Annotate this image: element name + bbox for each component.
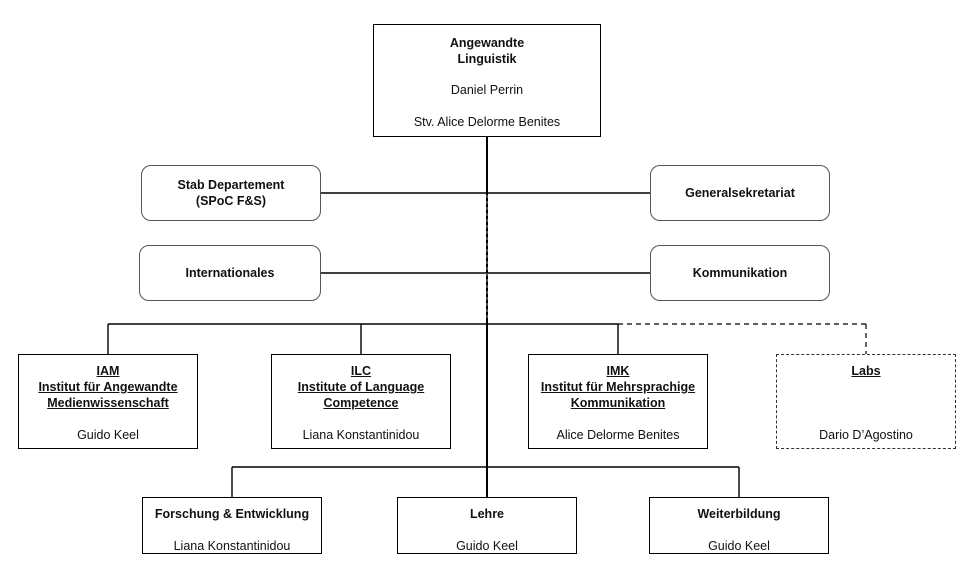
institute-head: Liana Konstantinidou — [302, 428, 420, 442]
institute-name-line1: Institut für Mehrsprachige — [540, 380, 696, 394]
area-head: Guido Keel — [708, 539, 770, 553]
stab-departement-box: Stab Departement (SPoC F&S) — [141, 165, 321, 221]
institute-head: Guido Keel — [77, 428, 139, 442]
stab-title-line1: Stab Departement — [177, 178, 285, 192]
institute-head: Alice Delorme Benites — [556, 428, 680, 442]
labs-head: Dario D’Agostino — [819, 428, 913, 442]
institute-box-iam: IAM Institut für Angewandte Medienwissen… — [18, 354, 198, 449]
labs-box: Labs Dario D’Agostino — [776, 354, 956, 449]
area-title: Weiterbildung — [697, 507, 781, 521]
stab-title-line2: (SPoC F&S) — [195, 194, 267, 208]
institute-name-line2: Kommunikation — [570, 396, 666, 410]
institute-box-ilc: ILC Institute of Language Competence Lia… — [271, 354, 451, 449]
institute-abbr: IMK — [606, 364, 630, 378]
root-title-line2: Linguistik — [457, 52, 517, 66]
institute-name-line1: Institute of Language — [297, 380, 425, 394]
generalsekretariat-label: Generalsekretariat — [685, 186, 795, 200]
area-title: Lehre — [469, 507, 505, 521]
labs-title: Labs — [851, 364, 881, 378]
institute-name-line2: Competence — [323, 396, 399, 410]
institute-name-line1: Institut für Angewandte — [38, 380, 178, 394]
institute-abbr: IAM — [96, 364, 120, 378]
institute-name-line2: Medienwissenschaft — [47, 396, 169, 410]
root-head: Daniel Perrin — [450, 83, 524, 97]
root-deputy: Stv. Alice Delorme Benites — [413, 115, 561, 129]
institute-box-imk: IMK Institut für Mehrsprachige Kommunika… — [528, 354, 708, 449]
institute-abbr: ILC — [350, 364, 372, 378]
kommunikation-label: Kommunikation — [692, 266, 788, 280]
area-box-forschung: Forschung & Entwicklung Liana Konstantin… — [142, 497, 322, 554]
internationales-label: Internationales — [185, 266, 275, 280]
generalsekretariat-box: Generalsekretariat — [650, 165, 830, 221]
area-box-lehre: Lehre Guido Keel — [397, 497, 577, 554]
area-head: Guido Keel — [456, 539, 518, 553]
area-title: Forschung & Entwicklung — [154, 507, 310, 521]
root-unit-box: Angewandte Linguistik Daniel Perrin Stv.… — [373, 24, 601, 137]
kommunikation-box: Kommunikation — [650, 245, 830, 301]
root-title-line1: Angewandte — [449, 36, 525, 50]
area-head: Liana Konstantinidou — [173, 539, 291, 553]
area-box-weiterbildung: Weiterbildung Guido Keel — [649, 497, 829, 554]
internationales-box: Internationales — [139, 245, 321, 301]
